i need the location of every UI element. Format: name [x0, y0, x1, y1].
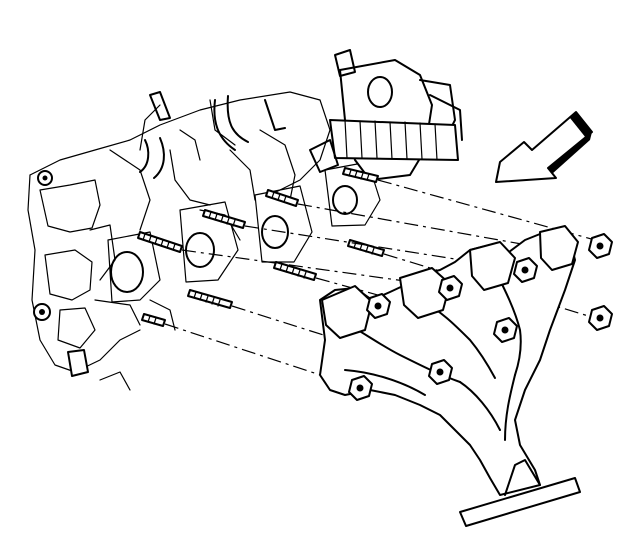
exhaust-port-4 — [332, 185, 358, 215]
stud-5 — [265, 189, 299, 207]
manifold-flange-4 — [539, 225, 579, 271]
head-bolt-left — [33, 303, 51, 321]
head-bolt-top — [37, 170, 53, 186]
stud-6 — [273, 261, 317, 281]
nut-7 — [428, 359, 453, 385]
exhaust-port-2 — [185, 232, 215, 268]
stud-2 — [141, 313, 166, 327]
manifold-flange-1 — [321, 285, 373, 339]
stud-4 — [187, 289, 233, 309]
stud-3 — [202, 209, 246, 229]
nut-4 — [588, 305, 613, 331]
stud-8 — [342, 167, 379, 183]
stud-1 — [137, 231, 183, 253]
nut-8 — [348, 375, 373, 401]
manifold-flange-3 — [469, 241, 516, 291]
stud-7 — [347, 239, 385, 257]
head-bolt-bottom — [67, 349, 89, 377]
upper-bracket-assembly — [309, 49, 463, 181]
exhaust-port-3 — [261, 215, 289, 249]
nut-5 — [366, 293, 391, 319]
nut-3 — [438, 275, 463, 301]
direction-arrow-icon — [495, 111, 593, 183]
outlet-flange — [459, 477, 581, 527]
nut-2 — [513, 257, 538, 283]
corrugated-hose — [329, 119, 459, 161]
nut-1 — [588, 233, 613, 259]
manifold-flange-2 — [399, 267, 451, 319]
nut-6 — [493, 317, 518, 343]
exhaust-port-1 — [110, 251, 144, 293]
